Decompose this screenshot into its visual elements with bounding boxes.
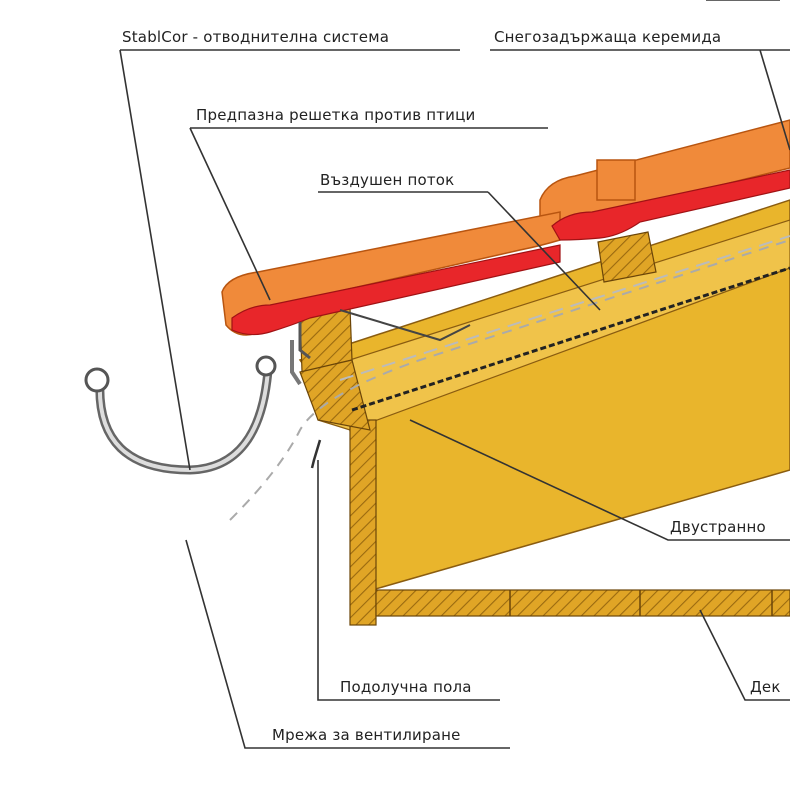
airflow-path <box>229 239 790 521</box>
tile-red-underside <box>231 244 561 336</box>
tile-clip <box>339 309 471 342</box>
label-bird-grille: Предпазна решетка против птици <box>196 106 476 124</box>
gutter-bead-right <box>255 355 277 377</box>
label-eaves-flashing: Подолучна пола <box>340 678 472 696</box>
label-double-sided: Двустранно <box>670 518 766 536</box>
leader-lines <box>119 0 790 749</box>
gutter-bead-left <box>84 367 110 393</box>
gutter <box>95 369 273 475</box>
fascia-board <box>299 359 371 431</box>
upper-batten <box>597 231 657 283</box>
eaves-flashing-strip <box>290 340 302 386</box>
label-decking: Дек <box>750 678 781 696</box>
underlay-membrane <box>351 266 790 412</box>
wall-plate <box>349 419 377 626</box>
label-snow-tile: Снегозадържаща керемида <box>494 28 722 46</box>
decking-boards <box>375 589 790 617</box>
label-air-flow: Въздушен поток <box>320 171 455 189</box>
snow-guard-tile <box>596 159 636 201</box>
label-vent-mesh: Мрежа за вентилиране <box>272 726 461 744</box>
label-gutter-system: StablCor - отводнителна система <box>122 28 390 46</box>
